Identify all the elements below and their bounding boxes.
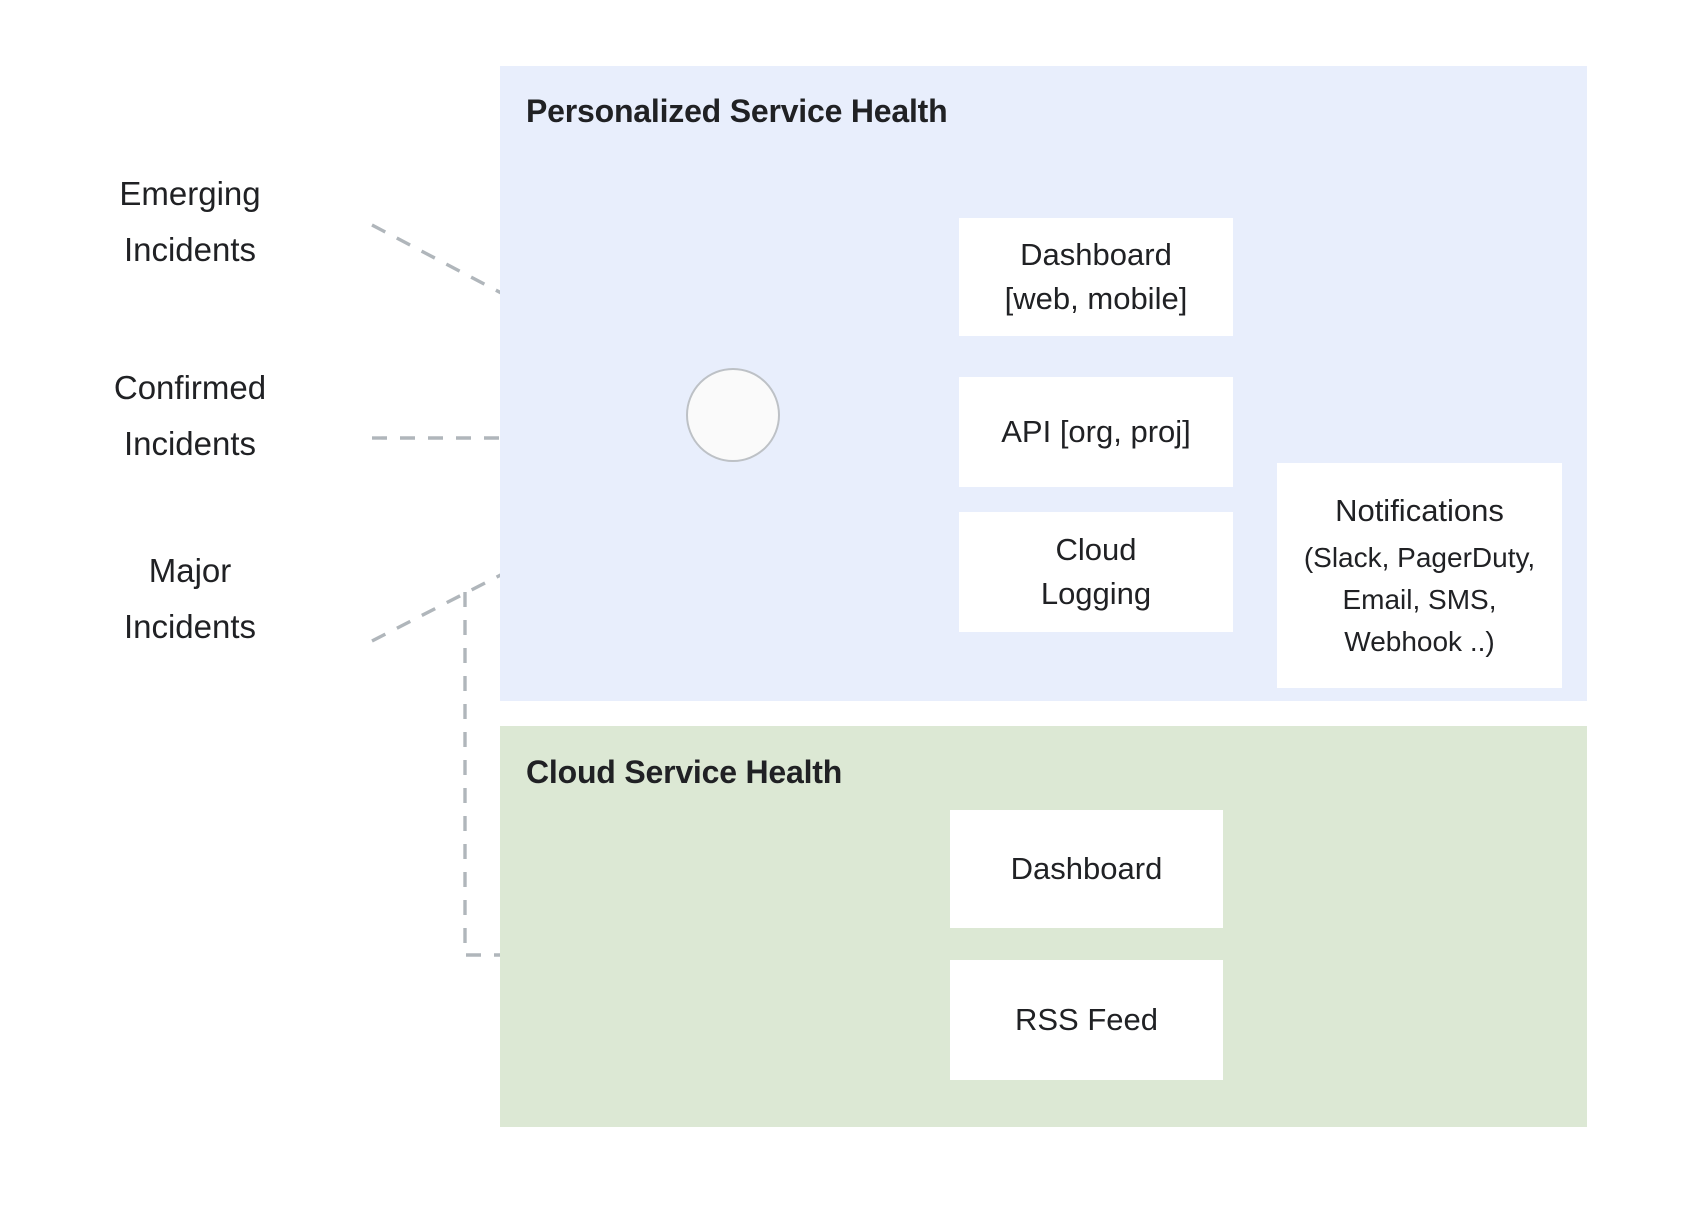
- source-label-line: Incidents: [123, 231, 257, 269]
- source-label-major-incidents: Major Incidents: [40, 543, 340, 655]
- source-label-confirmed-incidents: Confirmed Incidents: [40, 360, 340, 472]
- source-label-line: Confirmed: [113, 369, 267, 406]
- source-label-line: Emerging: [119, 175, 261, 212]
- node-label-line: API [org, proj]: [1001, 413, 1191, 449]
- node-api-org-proj[interactable]: API [org, proj]: [959, 377, 1233, 487]
- panel-title-personalized-service-health: Personalized Service Health: [526, 93, 948, 129]
- node-cloud-logging[interactable]: Cloud Logging: [959, 512, 1233, 632]
- node-label-line: RSS Feed: [1014, 1001, 1158, 1037]
- node-label-line: Logging: [1040, 576, 1152, 611]
- node-label-line: Notifications: [1335, 493, 1504, 529]
- node-label-line: Dashboard: [1010, 850, 1163, 886]
- node-rss-feed[interactable]: RSS Feed: [950, 960, 1223, 1080]
- panel-title-cloud-service-health: Cloud Service Health: [526, 754, 843, 790]
- node-label-line: Cloud: [1055, 531, 1137, 567]
- node-label-line: [web, mobile]: [1004, 281, 1188, 316]
- node-label-line: Email, SMS,: [1342, 583, 1497, 615]
- node-label-line: Dashboard: [1020, 236, 1172, 272]
- node-dashboard-web-mobile[interactable]: Dashboard [web, mobile]: [959, 218, 1233, 336]
- node-label-line: (Slack, PagerDuty,: [1303, 541, 1536, 573]
- hub-circle-icon: [686, 368, 780, 462]
- node-cloud-service-health-dashboard[interactable]: Dashboard: [950, 810, 1223, 928]
- source-label-emerging-incidents: Emerging Incidents: [40, 166, 340, 278]
- source-label-line: Major: [148, 552, 232, 589]
- source-label-line: Incidents: [123, 425, 257, 463]
- node-notifications[interactable]: Notifications (Slack, PagerDuty, Email, …: [1277, 463, 1562, 688]
- source-label-line: Incidents: [123, 608, 257, 646]
- node-label-line: Webhook ..): [1344, 625, 1495, 657]
